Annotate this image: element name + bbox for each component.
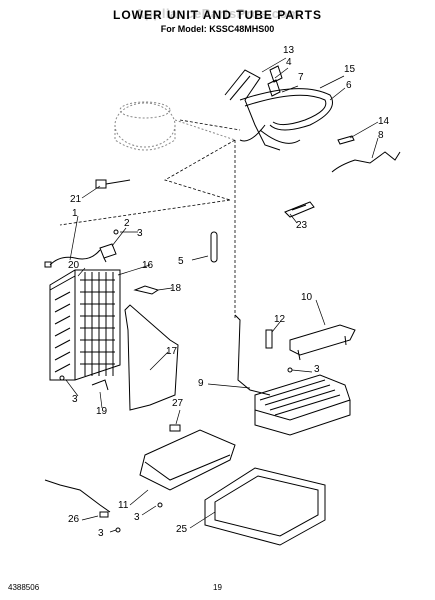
callout-25: 25 — [176, 524, 188, 535]
leader-lines — [65, 57, 379, 533]
callout-6: 6 — [346, 80, 352, 91]
callout-18: 18 — [170, 283, 182, 294]
callout-3-d: 3 — [134, 512, 140, 523]
callout-23: 23 — [296, 220, 308, 231]
page-number: 19 — [213, 583, 222, 592]
callout-27: 27 — [172, 398, 184, 409]
callout-10: 10 — [301, 292, 313, 303]
callout-8: 8 — [378, 130, 384, 141]
callout-4: 4 — [286, 57, 292, 68]
callout-3-a: 3 — [137, 228, 143, 239]
part-23 — [284, 201, 315, 218]
callout-19: 19 — [96, 406, 108, 417]
callout-26: 26 — [68, 514, 80, 525]
callout-13: 13 — [283, 45, 295, 56]
tube-assembly — [224, 65, 333, 151]
part-19 — [91, 379, 109, 391]
part-2-relay — [99, 243, 117, 263]
part-1-harness — [49, 249, 101, 266]
callout-3-c: 3 — [72, 394, 78, 405]
part-18-clip — [133, 285, 160, 295]
part-25-tray — [204, 467, 326, 546]
callout-20: 20 — [68, 260, 80, 271]
callout-3-b: 3 — [314, 364, 320, 375]
part-12-tube — [265, 329, 273, 349]
callout-15: 15 — [344, 64, 356, 75]
document-number: 4388506 — [8, 583, 40, 592]
watermark: AppliancePartsPros.com — [135, 6, 300, 21]
callout-12: 12 — [274, 314, 286, 325]
part-17-wire — [124, 304, 179, 411]
callout-7: 7 — [298, 72, 304, 83]
callout-11: 11 — [118, 500, 129, 511]
callout-5: 5 — [178, 256, 184, 267]
part-11-bracket — [139, 429, 236, 491]
compressor-outline — [114, 101, 236, 151]
part-26-wire — [44, 479, 111, 513]
part-21 — [95, 179, 131, 189]
part-10-bracket — [289, 324, 356, 361]
part-14-pin — [337, 135, 355, 145]
part-8-tube — [331, 151, 401, 173]
guide-lines — [59, 119, 241, 320]
condenser-coil — [49, 269, 121, 381]
model-line: For Model: KSSC48MHS00 — [160, 24, 275, 34]
callout-14: 14 — [378, 116, 390, 127]
callout-21: 21 — [70, 194, 82, 205]
evaporator-pan-heater — [234, 314, 351, 436]
part-27 — [169, 424, 181, 432]
callout-2: 2 — [124, 218, 130, 229]
page-title: LOWER UNIT AND TUBE PARTS — [113, 8, 322, 22]
callout-labels: 13 4 7 15 6 14 8 21 23 1 2 3 5 16 20 18 … — [68, 45, 390, 539]
callout-16: 16 — [142, 260, 154, 271]
callout-3-e: 3 — [98, 528, 104, 539]
callout-9: 9 — [198, 378, 204, 389]
part-5-tube — [210, 231, 218, 263]
harness-plug — [44, 261, 52, 268]
part-26-end — [99, 511, 109, 518]
callout-1: 1 — [72, 208, 78, 219]
callout-17: 17 — [166, 346, 178, 357]
